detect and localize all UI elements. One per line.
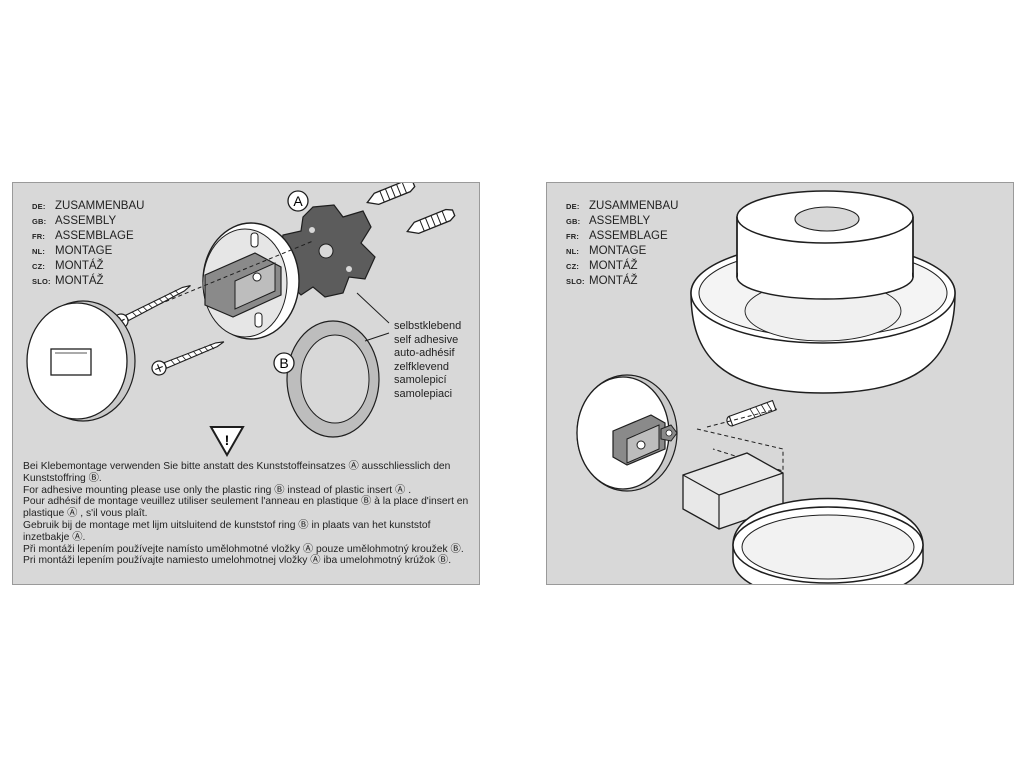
language-label: ZUSAMMENBAU xyxy=(589,200,679,212)
assembly-label-gb: GB: ASSEMBLY xyxy=(32,214,144,229)
wall-plug-icon xyxy=(406,208,456,235)
assembly-guide-line xyxy=(696,428,784,472)
assembly-heading-list: DE: ZUSAMMENBAU GB: ASSEMBLY FR: ASSEMBLAGE… xyxy=(566,199,678,289)
language-label: MONTAGE xyxy=(589,245,647,257)
holder-ring xyxy=(682,452,924,584)
assembly-label-fr: FR: ASSEMBLAGE xyxy=(566,229,678,244)
assembly-heading-list: DE: ZUSAMMENBAU GB: ASSEMBLY FR: ASSEMBLAGE… xyxy=(32,199,144,289)
dish-center-cylinder xyxy=(736,190,914,300)
assembly-label-de: DE: ZUSAMMENBAU xyxy=(566,199,678,214)
warning-mark: ! xyxy=(225,432,230,448)
language-label: MONTÁŽ xyxy=(589,275,638,287)
plastic-ring-b xyxy=(286,320,380,438)
instruction-de: Bei Klebemontage verwenden Sie bitte ans… xyxy=(23,461,451,484)
adhesive-label: zelfklevend xyxy=(394,360,450,373)
language-label: ZUSAMMENBAU xyxy=(55,200,145,212)
part-b-marker: B xyxy=(273,352,295,374)
assembly-label-cz: CZ: MONTÁŽ xyxy=(566,259,678,274)
language-label: ASSEMBLAGE xyxy=(55,230,134,242)
language-code: GB: xyxy=(32,217,47,226)
language-code: CZ: xyxy=(566,262,580,271)
threaded-pin xyxy=(726,399,777,427)
language-code: CZ: xyxy=(32,262,46,271)
holder-assembly-illustration xyxy=(576,190,956,584)
language-label: ASSEMBLY xyxy=(589,215,651,227)
wall-base xyxy=(576,374,678,492)
language-code: SLO: xyxy=(566,277,585,286)
language-code: GB: xyxy=(566,217,581,226)
language-label: MONTAGE xyxy=(55,245,113,257)
screw-icon xyxy=(151,341,225,376)
assembly-label-de: DE: ZUSAMMENBAU xyxy=(32,199,144,214)
adhesive-label: samolepiaci xyxy=(394,387,453,400)
assembly-label-cz: CZ: MONTÁŽ xyxy=(32,259,144,274)
instruction-slo: Pri montáži lepením používajte namiesto … xyxy=(23,555,452,567)
adhesive-mounting-instructions: Bei Klebemontage verwenden Sie bitte ans… xyxy=(23,461,475,567)
mounting-base xyxy=(202,222,300,340)
assembly-label-slo: SLO: MONTÁŽ xyxy=(566,274,678,289)
language-code: DE: xyxy=(566,202,580,211)
screw-icon xyxy=(113,285,191,329)
part-b-label: B xyxy=(279,355,288,371)
part-a-marker: A xyxy=(287,190,309,212)
assembly-guide-line xyxy=(706,408,778,428)
exploded-assembly-illustration: A xyxy=(26,183,456,458)
instruction-cz: Při montáži lepením používejte namísto u… xyxy=(23,543,464,555)
language-code: DE: xyxy=(32,202,46,211)
language-code: NL: xyxy=(566,247,580,256)
assembly-axis-line xyxy=(132,240,314,316)
language-code: FR: xyxy=(566,232,580,241)
leader-line xyxy=(364,332,390,342)
language-label: MONTÁŽ xyxy=(55,275,104,287)
language-label: MONTÁŽ xyxy=(589,260,638,272)
leader-line xyxy=(356,292,390,324)
wall-plug-icon xyxy=(366,183,416,206)
instruction-gb: For adhesive mounting please use only th… xyxy=(23,484,412,496)
instruction-nl: Gebruik bij de montage met lijm uitsluit… xyxy=(23,519,431,543)
adhesive-label: auto-adhésif xyxy=(394,347,455,359)
warning-triangle-icon: ! xyxy=(209,426,245,458)
assembly-label-gb: GB: ASSEMBLY xyxy=(566,214,678,229)
assembly-panel-right: DE: ZUSAMMENBAU GB: ASSEMBLY FR: ASSEMBLAGE… xyxy=(546,182,1014,585)
adhesive-label: samolepicí xyxy=(394,374,447,386)
assembly-label-nl: NL: MONTAGE xyxy=(32,244,144,259)
assembly-label-nl: NL: MONTAGE xyxy=(566,244,678,259)
language-label: ASSEMBLY xyxy=(55,215,117,227)
adhesive-label: selbstklebend xyxy=(394,320,462,332)
language-code: NL: xyxy=(32,247,46,256)
cover-cap xyxy=(26,300,136,422)
adhesive-label: self adhesive xyxy=(394,333,459,346)
assembly-panel-left: DE: ZUSAMMENBAU GB: ASSEMBLY FR: ASSEMBLAGE… xyxy=(12,182,480,585)
language-code: FR: xyxy=(32,232,46,241)
language-label: MONTÁŽ xyxy=(55,260,104,272)
language-label: ASSEMBLAGE xyxy=(589,230,668,242)
part-a-label: A xyxy=(293,193,303,209)
assembly-label-fr: FR: ASSEMBLAGE xyxy=(32,229,144,244)
language-code: SLO: xyxy=(32,277,51,286)
adhesive-label-list: selbstklebend self adhesive auto-adhésif… xyxy=(394,320,461,401)
assembly-label-slo: SLO: MONTÁŽ xyxy=(32,274,144,289)
instruction-fr: Pour adhésif de montage veuillez utilise… xyxy=(23,496,469,520)
